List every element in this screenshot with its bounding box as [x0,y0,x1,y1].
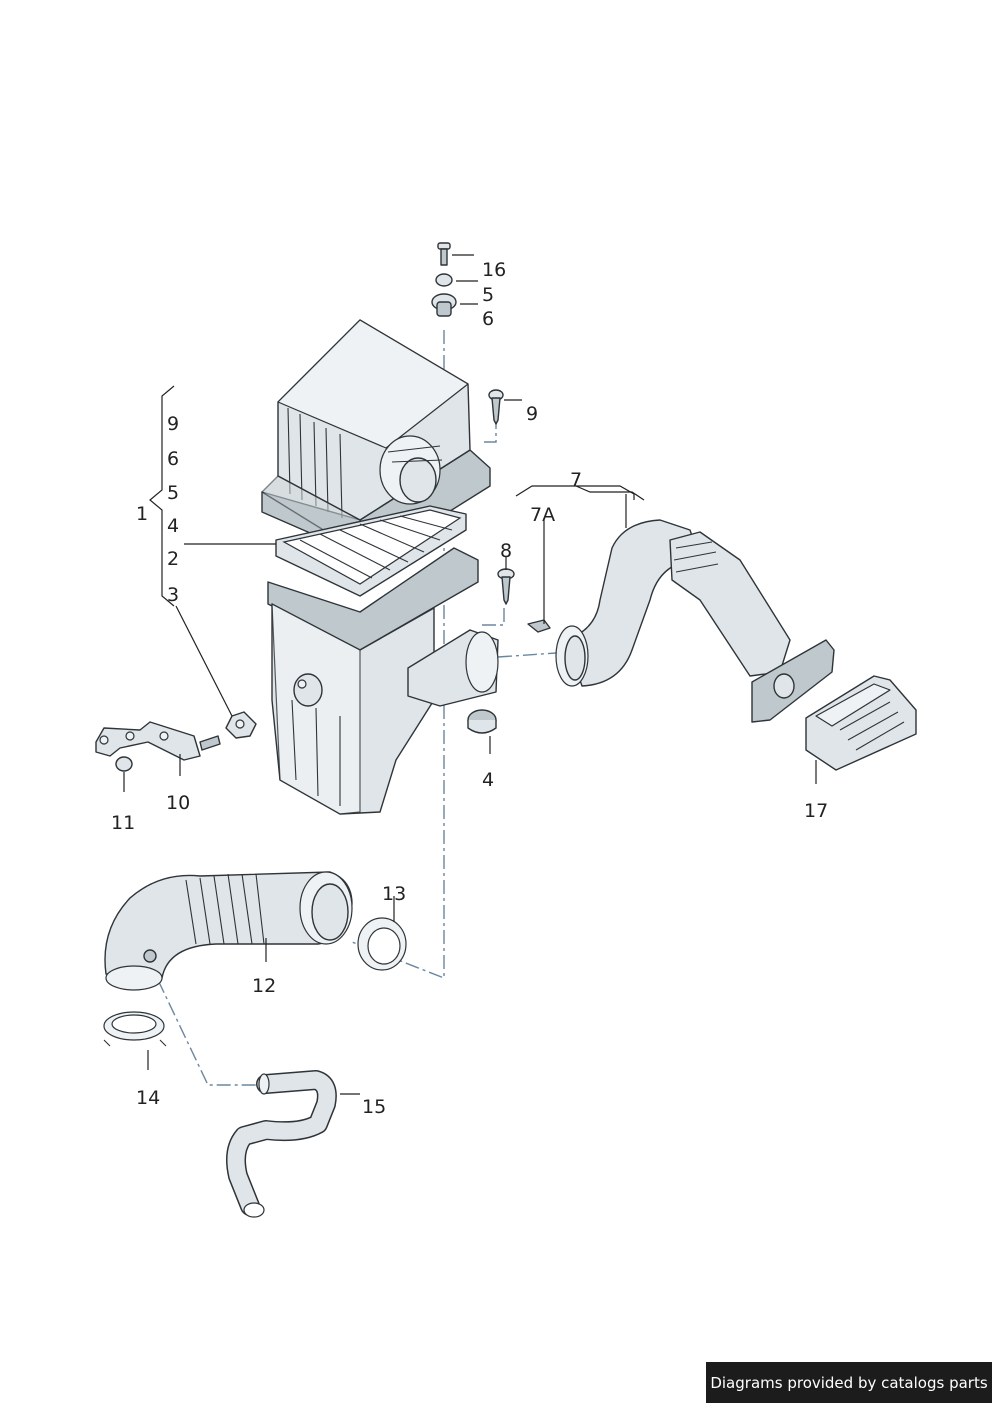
callout-group-4: 4 [167,515,179,537]
leader-lines [123,254,817,1095]
callout-labels: 16 5 6 9 9 6 5 1 4 2 3 7 7A 8 4 11 10 17… [111,259,828,1118]
callout-4: 4 [482,769,494,791]
callout-12: 12 [252,975,276,997]
callout-9-right: 9 [526,403,538,425]
callout-16: 16 [482,259,506,281]
filter-element [275,505,467,597]
air-intake-duct [555,519,835,723]
breather-hose [226,1070,337,1218]
callout-5-top: 5 [482,284,494,306]
callout-17: 17 [804,800,828,822]
callout-7A: 7A [530,504,555,526]
diagram-credit-footer: Diagrams provided by catalogs parts [706,1362,992,1403]
callout-14: 14 [136,1087,160,1109]
callout-6-top: 6 [482,308,494,330]
callout-11: 11 [111,812,135,834]
callout-group-6: 6 [167,448,179,470]
callout-group-1: 1 [136,503,148,525]
fasteners-top [431,242,551,734]
callout-group-9: 9 [167,413,179,435]
hose-clamps [103,917,407,1047]
intake-hose [104,871,353,991]
callout-group-5: 5 [167,482,179,504]
callout-7: 7 [570,469,582,491]
callout-group-2: 2 [167,548,179,570]
callout-15: 15 [362,1096,386,1118]
air-filter-housing-lower [267,547,499,815]
callout-group-3: 3 [167,584,179,606]
callout-8: 8 [500,540,512,562]
callout-13: 13 [382,883,406,905]
air-guide-part-17 [805,675,917,771]
callout-10: 10 [166,792,190,814]
diagram-credit-text: Diagrams provided by catalogs parts [710,1373,988,1392]
mounting-bracket [95,711,257,772]
